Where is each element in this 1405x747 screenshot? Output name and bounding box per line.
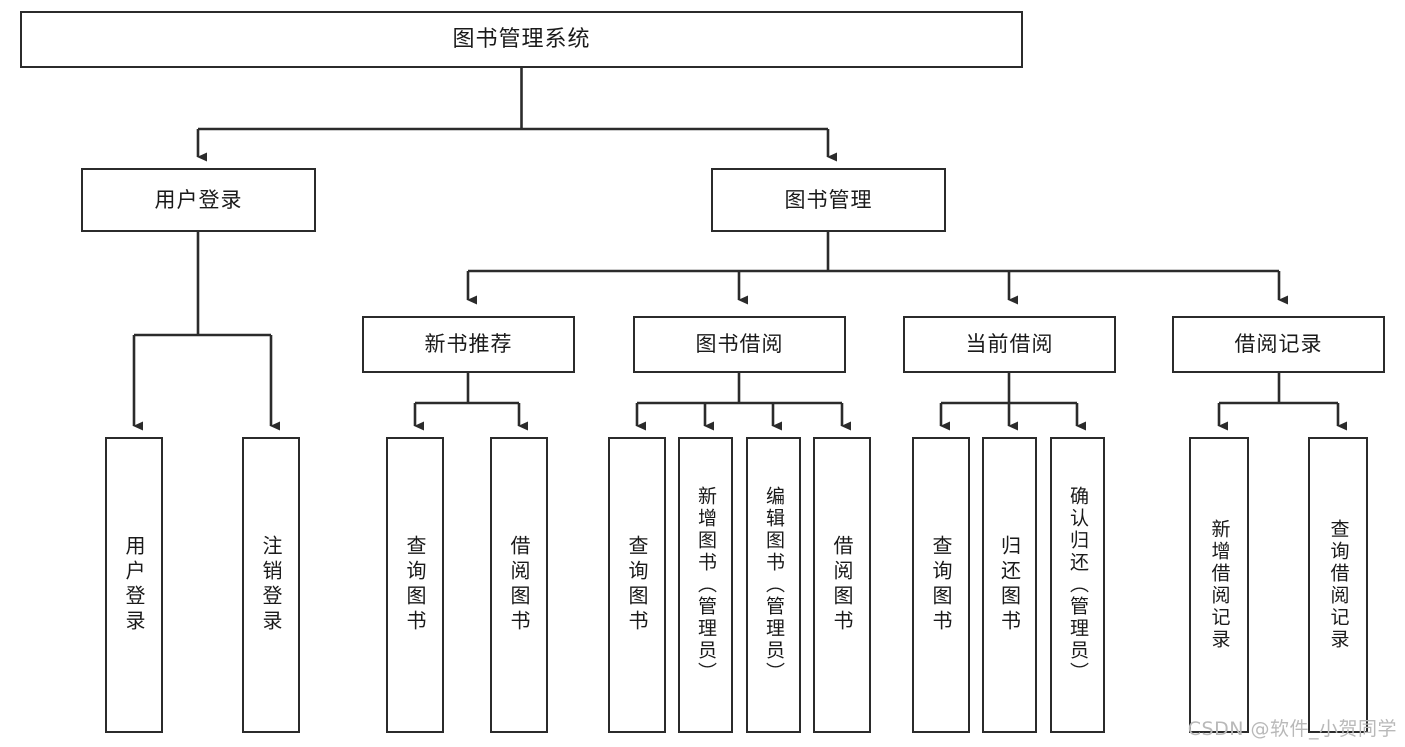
node-borrow-record-label: 借阅记录 — [1234, 332, 1323, 357]
node-leaf-user-login-label: 用户登录 — [122, 535, 146, 635]
node-leaf-borrow-book-2-label: 借阅图书 — [830, 535, 854, 635]
node-leaf-return-book[interactable]: 归还图书 — [982, 437, 1037, 733]
node-new-book-recommend-label: 新书推荐 — [424, 332, 513, 357]
node-leaf-user-logout-label: 注销登录 — [259, 535, 283, 635]
node-leaf-add-record-label: 新增借阅记录 — [1208, 519, 1231, 651]
node-user-login-label: 用户登录 — [154, 187, 243, 212]
node-current-borrow-label: 当前借阅 — [965, 332, 1054, 357]
node-leaf-query-book-1[interactable]: 查询图书 — [386, 437, 444, 733]
csdn-watermark: CSDN @软件_小贺同学 — [1187, 718, 1397, 740]
node-leaf-borrow-book-2[interactable]: 借阅图书 — [813, 437, 871, 733]
node-current-borrow[interactable]: 当前借阅 — [903, 316, 1116, 373]
node-leaf-query-book-3-label: 查询图书 — [929, 535, 953, 635]
node-book-borrow[interactable]: 图书借阅 — [633, 316, 846, 373]
node-leaf-add-record[interactable]: 新增借阅记录 — [1189, 437, 1249, 733]
node-leaf-borrow-book-1-label: 借阅图书 — [507, 535, 531, 635]
node-user-login[interactable]: 用户登录 — [81, 168, 316, 232]
node-borrow-record[interactable]: 借阅记录 — [1172, 316, 1385, 373]
node-leaf-user-login[interactable]: 用户登录 — [105, 437, 163, 733]
node-leaf-query-record[interactable]: 查询借阅记录 — [1308, 437, 1368, 733]
node-leaf-query-book-2-label: 查询图书 — [625, 535, 649, 635]
node-leaf-edit-book-label: 编辑图书（管理员） — [763, 486, 785, 684]
node-book-manage-label: 图书管理 — [784, 187, 873, 212]
node-leaf-add-book-label: 新增图书（管理员） — [695, 486, 717, 684]
node-book-manage[interactable]: 图书管理 — [711, 168, 946, 232]
node-leaf-add-book[interactable]: 新增图书（管理员） — [678, 437, 733, 733]
node-leaf-query-record-label: 查询借阅记录 — [1327, 519, 1350, 651]
node-leaf-query-book-2[interactable]: 查询图书 — [608, 437, 666, 733]
node-leaf-user-logout[interactable]: 注销登录 — [242, 437, 300, 733]
node-leaf-confirm-return[interactable]: 确认归还（管理员） — [1050, 437, 1105, 733]
node-leaf-return-book-label: 归还图书 — [997, 535, 1022, 635]
node-leaf-borrow-book-1[interactable]: 借阅图书 — [490, 437, 548, 733]
node-root-label: 图书管理系统 — [452, 26, 591, 52]
node-root[interactable]: 图书管理系统 — [20, 11, 1023, 68]
node-leaf-edit-book[interactable]: 编辑图书（管理员） — [746, 437, 801, 733]
node-book-borrow-label: 图书借阅 — [695, 332, 784, 357]
node-leaf-query-book-1-label: 查询图书 — [403, 535, 427, 635]
node-leaf-confirm-return-label: 确认归还（管理员） — [1067, 486, 1089, 684]
node-new-book-recommend[interactable]: 新书推荐 — [362, 316, 575, 373]
node-leaf-query-book-3[interactable]: 查询图书 — [912, 437, 970, 733]
